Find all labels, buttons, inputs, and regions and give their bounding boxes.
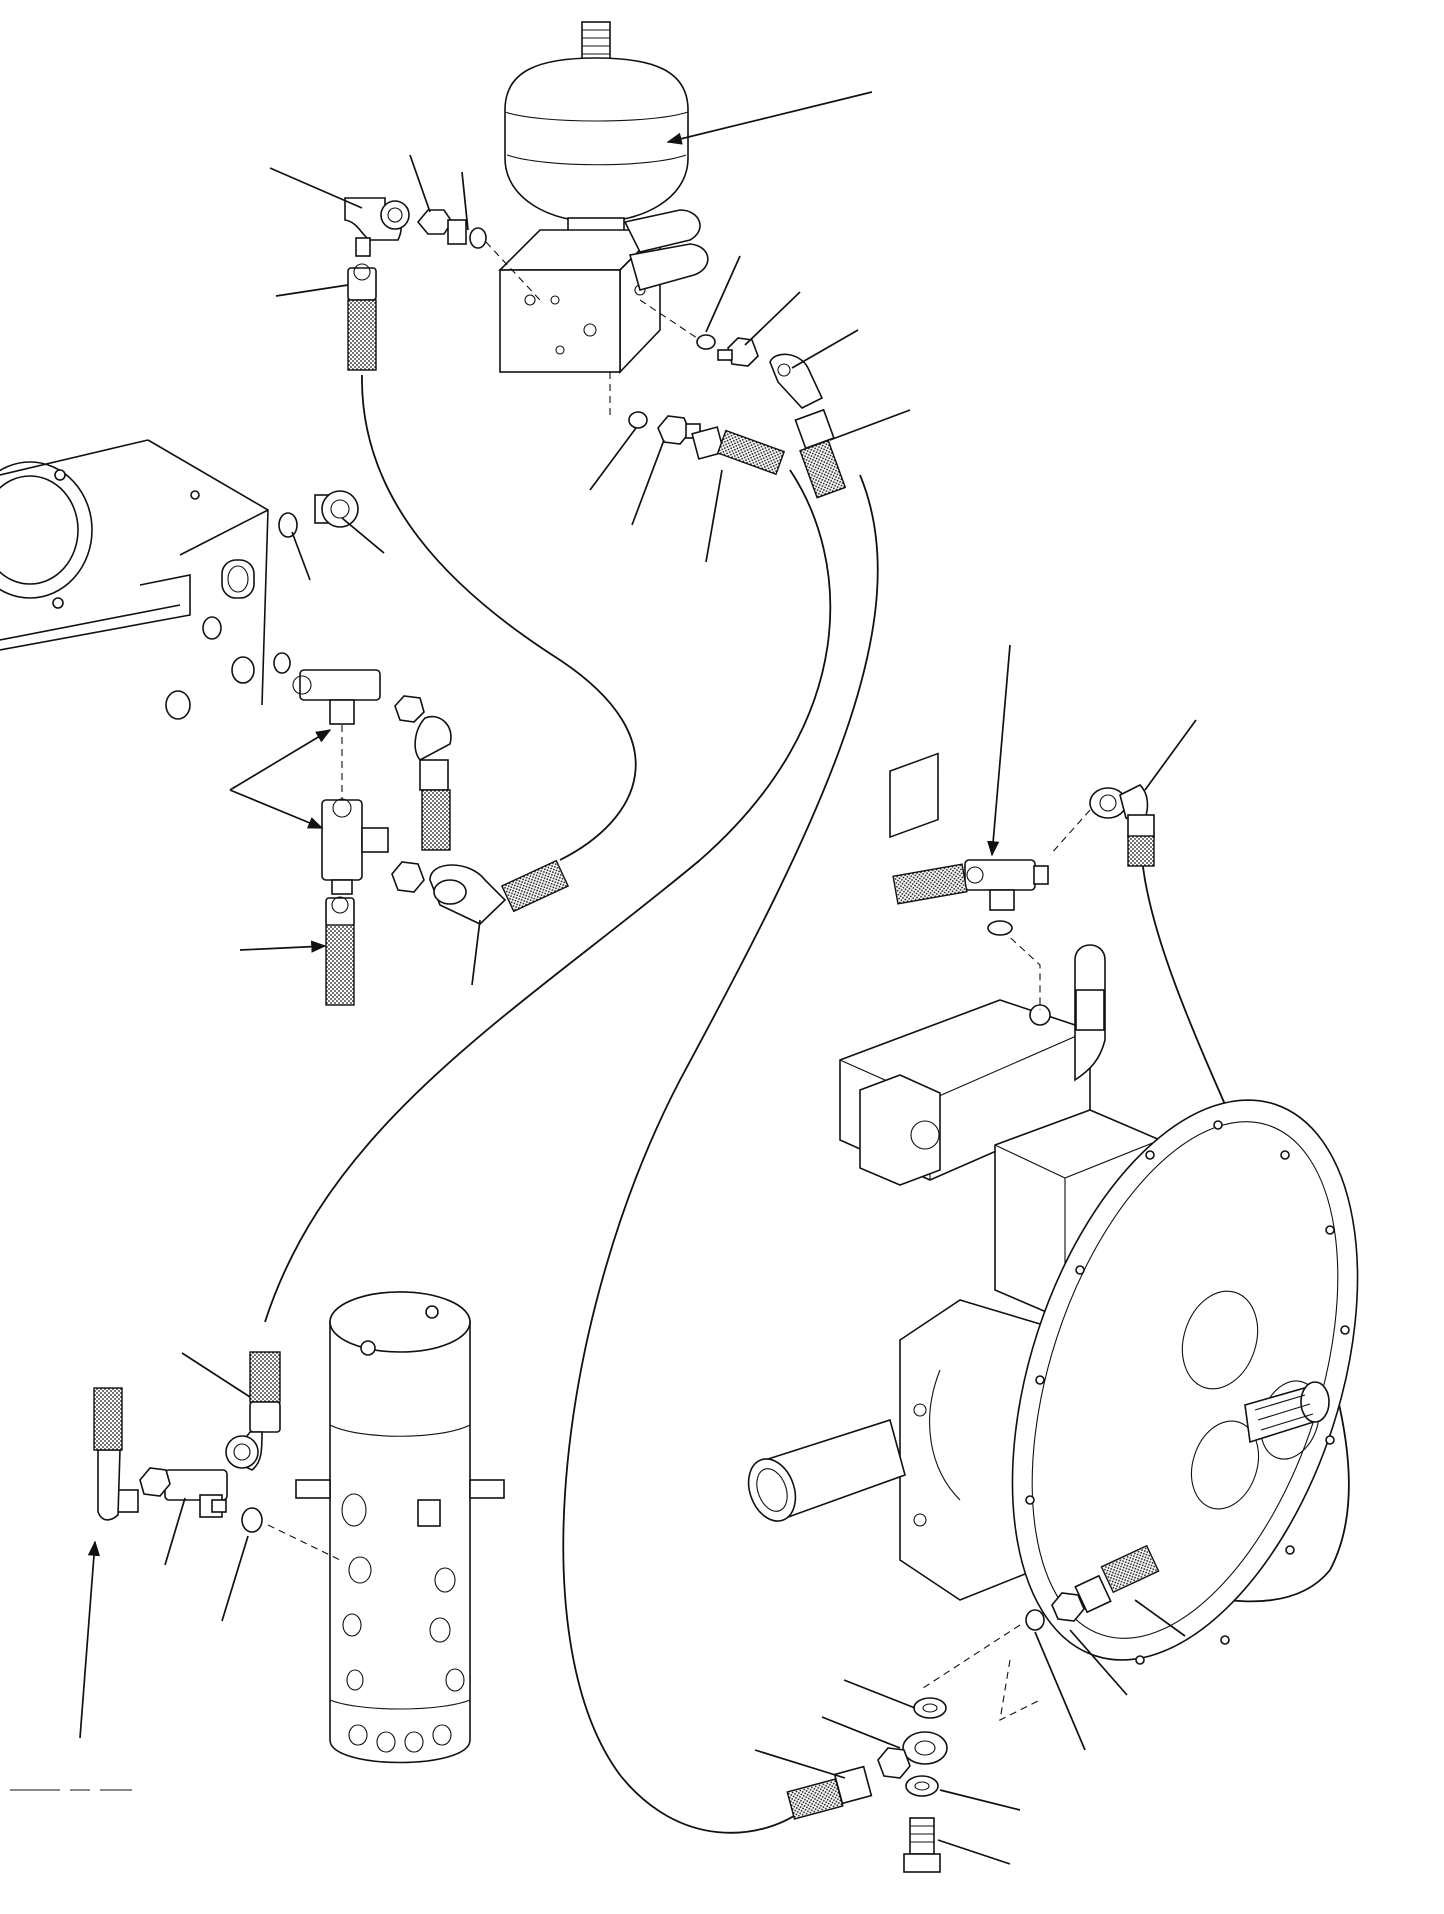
washer-bottom	[905, 1775, 939, 1797]
hose-pump-top-to-pump-fitting	[1141, 857, 1350, 1603]
tee-pump-top	[892, 859, 1049, 911]
swivel-joint	[295, 1291, 505, 1764]
elbow-hose-lower	[429, 859, 570, 925]
hose-end-right	[794, 408, 847, 499]
adapter-below	[657, 415, 701, 445]
hydraulic-pump	[747, 752, 1359, 1665]
hose-elbow45-to-pump-bottom	[562, 474, 879, 1834]
o-ring-pump-top	[987, 920, 1013, 936]
hose-manifold-to-swivel	[264, 469, 832, 1323]
tee-fitting-upper	[292, 669, 381, 725]
adapter-lower	[391, 861, 425, 893]
hose-elbow-to-fitting	[361, 374, 637, 861]
manifold-block	[498, 209, 709, 374]
elbow-pump-top	[1089, 784, 1155, 867]
tank-cover	[0, 439, 269, 706]
washer-top	[913, 1697, 947, 1719]
elbow-fitting-top	[344, 197, 410, 257]
adapter-right-1	[717, 337, 759, 367]
o-ring-below	[628, 411, 648, 429]
hose-end-top-left	[347, 263, 377, 371]
tee-swivel	[139, 1467, 228, 1518]
o-ring-swivel	[241, 1507, 263, 1533]
adapter-top	[416, 209, 467, 245]
elbow-swivel	[225, 1435, 259, 1469]
o-ring-tank-plug	[278, 512, 298, 538]
elbow-hose-swivel-left	[93, 1387, 139, 1521]
o-ring-right-1	[696, 334, 716, 350]
hose-lines	[264, 374, 1350, 1834]
adapter-pump-right	[1051, 1592, 1085, 1622]
ring-tank-a	[202, 616, 222, 640]
elbow-right-upper	[394, 695, 452, 851]
plug-tank	[314, 490, 359, 528]
hose-end-banjo	[786, 1765, 873, 1820]
o-ring-pump-right	[1025, 1609, 1045, 1631]
elbow-45-right	[769, 353, 824, 409]
leader-lines	[79, 91, 1197, 1865]
banjo-fitting	[877, 1731, 948, 1779]
banjo-bolt	[903, 1817, 941, 1873]
accumulator	[504, 21, 689, 239]
hose-end-lower-left	[325, 896, 355, 1006]
hose-end-below	[691, 426, 786, 476]
hose-end-pump-right	[1074, 1544, 1160, 1614]
o-ring-top	[469, 227, 487, 249]
o-ring-tee-left	[273, 652, 291, 674]
tee-fitting-lower	[321, 798, 389, 895]
ring-tank-c	[165, 690, 191, 720]
ring-tank-b	[231, 656, 255, 684]
